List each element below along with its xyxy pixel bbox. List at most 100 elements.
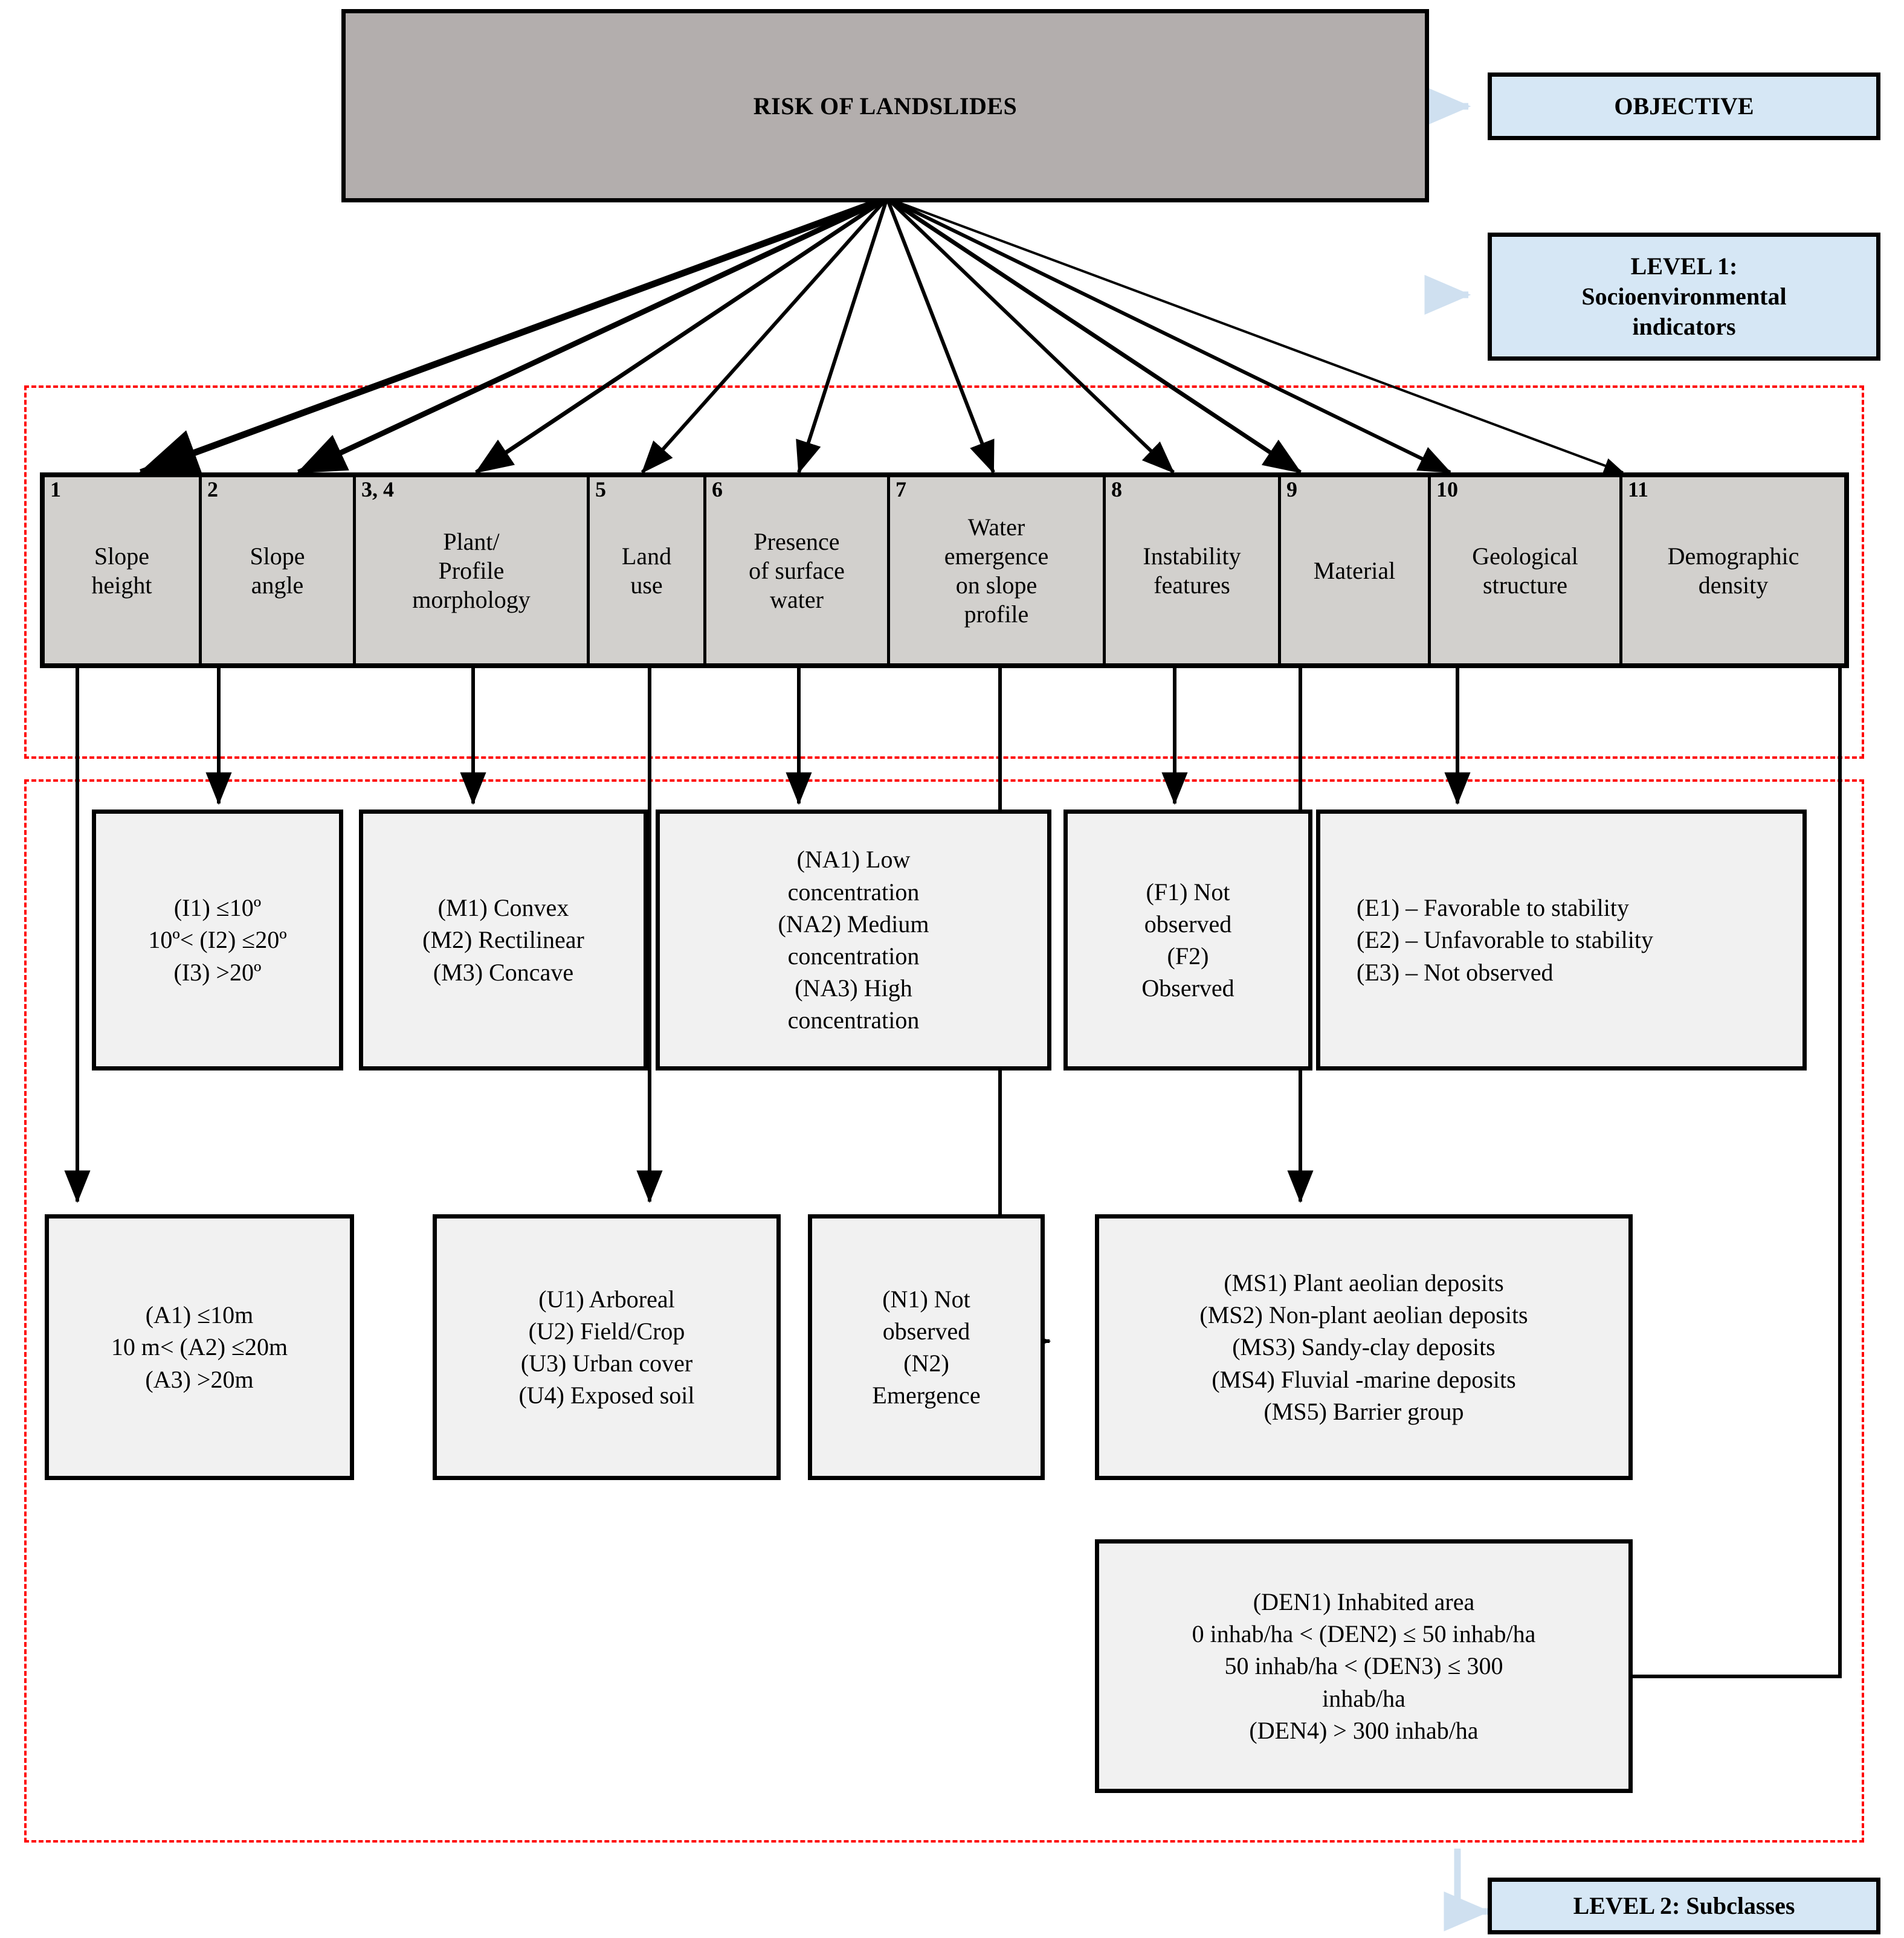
subclass-line: (DEN1) Inhabited area (1253, 1588, 1475, 1616)
indicator-label-line1: Land (621, 542, 672, 570)
indicator-label-line1: Material (1313, 557, 1396, 584)
subclass-line: concentration (787, 942, 920, 970)
indicator-label-line4: profile (964, 600, 1029, 628)
indicator-label-line3: on slope (955, 571, 1038, 599)
material-subclass-box: (MS1) Plant aeolian deposits (MS2) Non-p… (1095, 1214, 1633, 1480)
legend-level2-label: LEVEL 2: Subclasses (1573, 1892, 1795, 1919)
legend-pointer-level2 (1444, 1849, 1491, 1931)
indicator-number: 5 (595, 477, 606, 501)
indicator-geological-structure[interactable]: 10 Geological structure (1431, 477, 1622, 663)
subclass-line: (MS3) Sandy-clay deposits (1232, 1333, 1496, 1361)
legend-objective: OBJECTIVE (1488, 72, 1880, 140)
indicator-label-line2: density (1698, 571, 1769, 599)
legend-level1: LEVEL 1: Socioenvironmental indicators (1488, 233, 1880, 361)
subclass-line: (U1) Arboreal (538, 1285, 675, 1313)
subclass-line: (I3) >20º (173, 958, 262, 986)
indicator-label-line1: Instability (1143, 542, 1241, 570)
water-emergence-subclass-box: (N1) Not observed (N2) Emergence (808, 1214, 1045, 1480)
indicator-label-line1: Demographic (1667, 542, 1799, 570)
subclass-line: observed (1144, 910, 1232, 938)
subclass-line: (MS1) Plant aeolian deposits (1224, 1269, 1504, 1297)
indicator-presence-of-surface-water[interactable]: 6 Presence of surface water (706, 477, 890, 663)
indicator-slope-height[interactable]: 1 Slope height (45, 477, 202, 663)
subclass-line: 10 m< (A2) ≤20m (111, 1333, 288, 1361)
indicator-number: 3, 4 (361, 477, 394, 501)
subclass-line: 50 inhab/ha < (DEN3) ≤ 300 (1224, 1652, 1503, 1680)
indicator-label-line1: Geological (1472, 542, 1578, 570)
subclass-line: (M3) Concave (433, 958, 574, 986)
demographic-density-subclass-box: (DEN1) Inhabited area 0 inhab/ha < (DEN2… (1095, 1539, 1633, 1793)
subclass-line: (N1) Not (882, 1285, 970, 1313)
indicator-number: 2 (207, 477, 218, 501)
slope-height-subclass-box: (A1) ≤10m 10 m< (A2) ≤20m (A3) >20m (45, 1214, 354, 1480)
indicator-label-line2: Profile (438, 557, 505, 584)
subclass-line: (A1) ≤10m (145, 1301, 254, 1329)
indicator-demographic-density[interactable]: 11 Demographic density (1622, 477, 1844, 663)
subclass-line: (U4) Exposed soil (518, 1382, 695, 1409)
subclass-line: (E3) – Not observed (1357, 958, 1554, 986)
indicator-water-emergence-on-slope-profile[interactable]: 7 Water emergence on slope profile (890, 477, 1106, 663)
indicator-label-line3: morphology (412, 586, 531, 613)
subclass-line: (I1) ≤10º (173, 894, 262, 922)
subclass-line: (A3) >20m (145, 1365, 254, 1393)
geological-structure-subclass-box: (E1) – Favorable to stability (E2) – Unf… (1316, 810, 1807, 1070)
indicator-land-use[interactable]: 5 Land use (590, 477, 706, 663)
indicator-label-line2: use (630, 571, 663, 599)
surface-water-subclass-box: (NA1) Low concentration (NA2) Medium con… (656, 810, 1051, 1070)
indicator-number: 6 (712, 477, 723, 501)
indicator-material[interactable]: 9 Material (1281, 477, 1431, 663)
subclass-line: Observed (1141, 974, 1234, 1002)
indicator-label-line1: Slope (250, 542, 305, 570)
subclass-line: observed (882, 1317, 970, 1345)
indicator-row: 1 Slope height 2 Slope angle 3, 4 Plant/… (40, 472, 1849, 668)
legend-level1-line1: LEVEL 1: (1630, 253, 1738, 280)
land-use-subclass-box: (U1) Arboreal (U2) Field/Crop (U3) Urban… (433, 1214, 781, 1480)
subclass-line: (MS4) Fluvial -marine deposits (1212, 1365, 1516, 1393)
indicator-label-line2: structure (1483, 571, 1567, 599)
subclass-line: (MS5) Barrier group (1263, 1397, 1464, 1425)
indicator-number: 8 (1111, 477, 1122, 501)
indicator-label-line2: height (91, 571, 152, 599)
indicator-label-line2: features (1154, 571, 1230, 599)
level2-dashed-region (24, 779, 1864, 1843)
subclass-line: (N2) (903, 1350, 949, 1377)
indicator-label-line1: Slope (94, 542, 150, 570)
subclass-line: (U2) Field/Crop (528, 1317, 685, 1345)
legend-level1-line3: indicators (1632, 313, 1736, 340)
legend-level2: LEVEL 2: Subclasses (1488, 1878, 1880, 1934)
subclass-line: (E2) – Unfavorable to stability (1357, 926, 1653, 954)
indicator-label-line1: Presence (754, 528, 840, 555)
legend-objective-label: OBJECTIVE (1614, 92, 1754, 120)
indicator-slope-angle[interactable]: 2 Slope angle (202, 477, 356, 663)
indicator-label-line1: Water (967, 513, 1025, 541)
subclass-line: (NA3) High (795, 974, 912, 1002)
subclass-line: (MS2) Non-plant aeolian deposits (1199, 1301, 1528, 1329)
subclass-line: concentration (787, 1006, 920, 1034)
indicator-number: 7 (896, 477, 906, 501)
objective-title: RISK OF LANDSLIDES (753, 92, 1018, 120)
indicator-plant-profile-morphology[interactable]: 3, 4 Plant/ Profile morphology (356, 477, 590, 663)
slope-angle-subclass-box: (I1) ≤10º 10º< (I2) ≤20º (I3) >20º (92, 810, 343, 1070)
objective-box: RISK OF LANDSLIDES (341, 9, 1429, 202)
instability-subclass-box: (F1) Not observed (F2) Observed (1063, 810, 1312, 1070)
indicator-instability-features[interactable]: 8 Instability features (1106, 477, 1281, 663)
subclass-line: (DEN4) > 300 inhab/ha (1249, 1716, 1479, 1744)
subclass-line: 0 inhab/ha < (DEN2) ≤ 50 inhab/ha (1192, 1620, 1536, 1648)
subclass-line: 10º< (I2) ≤20º (148, 926, 287, 954)
indicator-label-line2: angle (251, 571, 304, 599)
subclass-line: Emergence (872, 1382, 981, 1409)
subclass-line: (NA1) Low (796, 846, 911, 874)
subclass-line: inhab/ha (1322, 1684, 1405, 1712)
subclass-line: (M2) Rectilinear (422, 926, 584, 954)
indicator-number: 10 (1436, 477, 1458, 501)
subclass-line: (E1) – Favorable to stability (1357, 894, 1630, 922)
indicator-label-line1: Plant/ (443, 528, 500, 555)
subclass-line: concentration (787, 878, 920, 906)
subclass-line: (F2) (1167, 942, 1209, 970)
indicator-number: 11 (1628, 477, 1649, 501)
indicator-number: 9 (1286, 477, 1297, 501)
subclass-line: (NA2) Medium (778, 910, 929, 938)
morphology-subclass-box: (M1) Convex (M2) Rectilinear (M3) Concav… (359, 810, 648, 1070)
subclass-line: (U3) Urban cover (520, 1350, 693, 1377)
indicator-label-line3: water (770, 586, 824, 613)
